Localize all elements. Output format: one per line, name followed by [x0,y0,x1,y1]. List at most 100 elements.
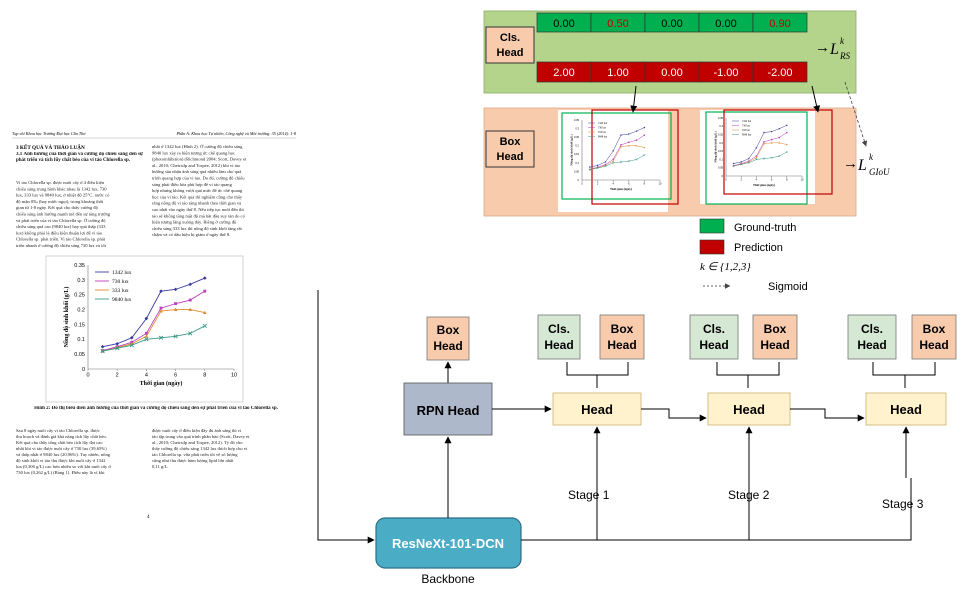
x-tick-label: 0 [86,373,89,379]
stage1-bracket [566,362,629,388]
pred-cell-value: 0.00 [661,67,682,79]
doc-text-line: trình quang hợp của vi tảo. Do đó, cường… [152,176,245,182]
y-tick-label: 0.3 [77,278,85,284]
doc-text-line: nhất ở 1342 lux (Hình 2). Ở cường độ chi… [152,144,243,149]
y-tick-label: 0.35 [74,263,85,269]
legend: Ground-truth Prediction k ∈ {1,2,3} Sigm… [699,218,808,293]
series-line [102,290,206,352]
data-point [612,149,615,152]
doc-text-line: chiếu sáng quá cao (9840 lux) hay quá th… [16,224,106,229]
doc-text-line: triển nhanh ở cường độ chiếu sáng 730 lu… [16,243,107,248]
box-panel-head-line2: Head [497,151,524,163]
data-point [159,309,163,313]
data-point [778,136,780,139]
y-tick-label: 0.05 [74,352,85,358]
arrow-cls-to-thumb2 [811,85,820,113]
data-point [643,126,646,129]
gt-cell-value: 0.50 [607,18,628,30]
doc-subsection-heading: 3.1 Ảnh hưởng của thời gian và cường độ … [16,152,143,163]
data-point [188,282,192,287]
data-point [643,134,646,136]
doc-text-line: được nuôi cấy ở điều kiện đầy đủ ánh sán… [152,428,242,433]
data-point [619,160,623,164]
doc-text-line: thấy cường độ chiếu sáng 1342 lux thích … [152,446,248,451]
doc-text-line: lux) không phải là điều kiện thuận lợi đ… [16,230,103,235]
doc-text-line: al., 2010; Cheirsilp and Torpee, 2012) k… [152,163,241,169]
data-point [115,341,119,346]
data-point [643,146,646,149]
box-loss-arrow: → [843,156,858,172]
y-tick-label: 0.05 [718,166,724,170]
data-point [173,307,178,312]
y-tick-label: 0.1 [719,157,723,161]
doc-text-line: chậm và có dấu hiệu bị giảm ở ngày thứ 8… [152,232,230,237]
legend-prediction-swatch [699,239,725,255]
cls-loss-subscript: RS [839,51,850,61]
x-tick-label: 4 [612,182,614,186]
x-tick-label: 4 [145,373,148,379]
doc-text-line: 730 lux (0,262 g/L) (Bảng 1). Điều này l… [16,470,105,476]
pred-cell-value: -2.00 [767,67,792,79]
data-point [100,349,105,354]
legend-entry: 1342 lux [112,270,132,276]
arrow-stage1-to-stage2 [641,408,707,422]
stage3-label: Stage 3 [882,497,924,511]
data-point [763,142,765,145]
y-tick-label: 0.25 [74,293,85,299]
stage2-head-label: Head [733,402,765,417]
doc-text-line: lux, 333 lux và 9840 lux, ở nhiệt độ 25°… [16,193,110,199]
doc-header-left: Tạp chí Khoa học Trường Đại học Cần Thơ [12,131,86,136]
pred-cell-value: 1.00 [607,67,628,79]
document-page: Tạp chí Khoa học Trường Đại học Cần Thơ … [12,131,297,520]
stage1-cls-head [537,314,581,360]
rpn-box-head-line2: Head [433,339,462,353]
doc-text-line: tảo Chlorella sp. vừa phát triển tốt về … [152,452,238,457]
backbone-block-label: ResNeXt-101-DCN [392,536,504,551]
stage1-box-head [599,314,645,360]
data-point [770,130,773,133]
doc-text-line: chiếu sáng ảnh hưởng mạnh mẽ đến sự tăng… [16,212,111,217]
data-point [129,343,134,348]
x-tick-label: 2 [116,373,119,379]
series-line [733,132,787,166]
doc-text-line: và thấp nhất ở 9840 lux (20,96%). Tuy nh… [16,452,111,458]
legend-entry: 730 lux [598,126,607,129]
stage2-bracket [716,362,780,388]
legend-ground-truth-label: Ground-truth [734,222,796,234]
y-tick-label: 0.2 [719,141,723,145]
stage2-box-head-line1: Box [764,322,787,336]
data-point [635,130,638,133]
box-loss-subscript: GIoU [869,167,890,177]
data-point [612,161,615,164]
gt-cell [752,12,808,33]
x-axis-label: Thời gian (ngày) [753,183,775,187]
thumbnail-2 [700,110,815,204]
data-point [732,162,735,165]
doc-text-line: (photoinhibition) (Richmond 2004; Scott,… [152,157,247,163]
data-point [596,166,599,170]
stage3-head-label: Head [890,402,922,417]
data-point [174,302,178,306]
arrow-cls-to-thumb1 [630,85,638,113]
legend-entry: 9840 lux [742,133,752,136]
doc-text-line: thu hoạch và đánh giá khả năng tích lũy … [16,434,107,439]
x-tick-label: 10 [659,182,662,186]
data-point [786,131,788,134]
box-loss-symbol: L [857,157,867,174]
data-point [188,307,192,312]
x-tick-label: 0 [581,182,583,186]
data-point [628,141,630,144]
data-point [770,138,773,141]
box-loss-panel: Box Head → L k GIoU 00.050.10.150.20.250… [483,107,890,217]
doc-text-line: độ sinh khối vi tảo thu được khi nuôi cấ… [16,458,106,463]
legend-entry: 1342 lux [742,120,752,123]
doc-text-line: chiếu sáng 333 lux thì nồng độ sinh khối… [152,226,243,231]
data-point [785,150,788,154]
rpn-head-label: RPN Head [417,403,480,418]
legend-entry: 333 lux [598,131,607,134]
data-point [144,337,149,342]
doc-text-line: nhất khi vi tảo được nuôi cấy ở 730 lux … [16,446,107,452]
doc-column-2: nhất ở 1342 lux (Hình 2). Ở cường độ chi… [152,144,247,237]
